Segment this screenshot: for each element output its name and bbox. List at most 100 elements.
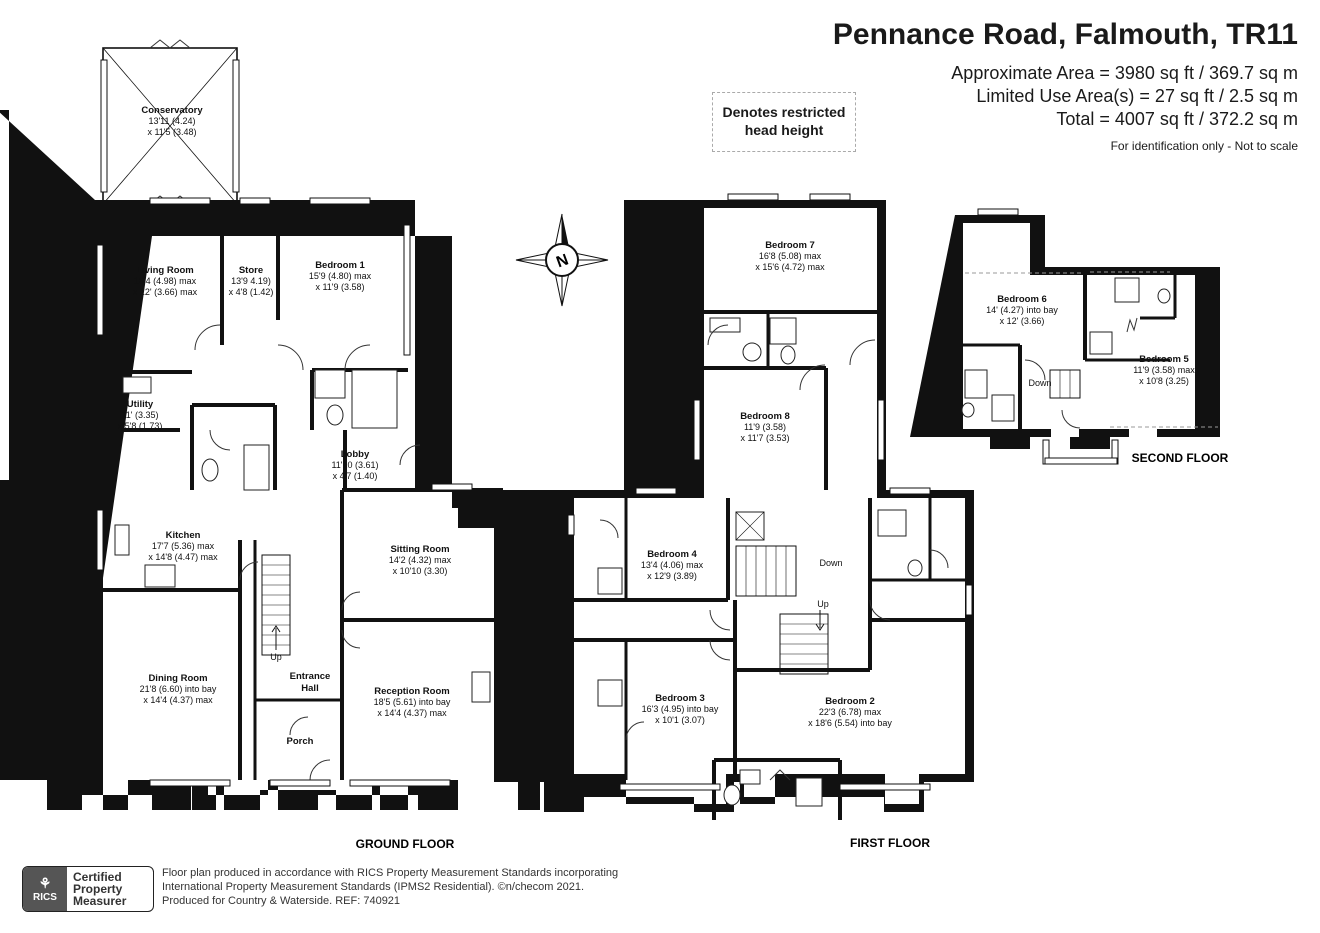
conservatory-dim-2: x 11'5 (3.48) [147,127,196,137]
total-area: Total = 4007 sq ft / 372.2 sq m [1056,109,1298,129]
second-doors [1024,359,1081,429]
second-stairs-down-label: Down [1028,378,1051,388]
bedroom-5-dim-2: x 10'8 (3.25) [1139,376,1189,386]
badge-line-2: Property [73,882,123,896]
second-windows [977,208,1119,465]
rics-logo-text: RICS [33,892,57,903]
bedroom-2-dim-1: 22'3 (6.78) max [819,707,882,717]
approximate-area: Approximate Area = 3980 sq ft / 369.7 sq… [951,63,1298,83]
ground-stairs [261,554,291,656]
bedroom-3-dim-2: x 10'1 (3.07) [655,715,705,725]
ground-fixtures [114,369,491,703]
living-room-label: Living Room [136,265,194,276]
lobby-label: Lobby [341,449,370,460]
utility-dim-1: 11' (3.35) [121,410,158,420]
second-interior-walls [963,267,1177,437]
area-summary: Approximate Area = 3980 sq ft / 369.7 sq… [951,62,1298,158]
disclaimer-line-2: International Property Measurement Stand… [162,881,585,893]
second-floor-label: SECOND FLOOR [1132,451,1229,465]
bedroom-8-dim-1: 11'9 (3.58) [744,422,786,432]
entrance-hall-label-1: Entrance [290,671,331,682]
bedroom-2-dim-2: x 18'6 (5.54) into bay [808,718,892,728]
identification-note: For identification only - Not to scale [1110,139,1298,153]
ground-windows [96,197,473,787]
measurement-disclaimer: Floor plan produced in accordance with R… [162,866,662,908]
porch-label: Porch [287,736,314,747]
bedroom-5-label: Bedroom 5 [1139,354,1189,365]
compass-rose: N [515,213,609,307]
first-outer-walls [494,200,974,812]
reception-room-dim-2: x 14'4 (4.37) max [377,708,447,718]
bedroom-1-dim-1: 15'9 (4.80) max [309,271,372,281]
store-dim-2: x 4'8 (1.42) [229,287,274,297]
ground-doors [194,324,421,781]
first-stairs-down-label: Down [819,558,842,568]
bedroom-3-label: Bedroom 3 [655,693,705,704]
bedroom-1-label: Bedroom 1 [315,260,365,271]
restricted-height-legend: Denotes restricted head height [712,92,856,152]
first-floor-label: FIRST FLOOR [850,836,930,850]
second-outer-walls [910,215,1220,449]
bedroom-4-dim-2: x 12'9 (3.89) [647,571,697,581]
bedroom-5-dim-1: 11'9 (3.58) max [1133,365,1195,375]
bedroom-3-dim-1: 16'3 (4.95) into bay [642,704,719,714]
ground-floor-label: GROUND FLOOR [356,837,455,851]
bedroom-4-dim-1: 13'4 (4.06) max [641,560,704,570]
disclaimer-line-3: Produced for Country & Waterside. REF: 7… [162,895,401,907]
kitchen-dim-2: x 14'8 (4.47) max [148,552,218,562]
badge-line-3: Measurer [73,894,127,908]
bedroom-8-label: Bedroom 8 [740,411,790,422]
living-room-dim-1: 16'4 (4.98) max [134,276,197,286]
bedroom-4-label: Bedroom 4 [647,549,697,560]
second-floor-plan [910,208,1220,465]
kitchen-label: Kitchen [166,530,201,541]
entrance-hall-label-2: Hall [301,683,318,694]
limited-use-area: Limited Use Area(s) = 27 sq ft / 2.5 sq … [976,86,1298,106]
svg-text:Bedroom 811'9 (3.58)x 11'7 (3.: Bedroom 811'9 (3.58)x 11'7 (3.53) [740,411,790,443]
lobby-dim-2: x 4'7 (1.40) [333,471,378,481]
store-label: Store [239,265,263,276]
rics-logo: ⚘ RICS [23,867,67,911]
bedroom-8-dim-2: x 11'7 (3.53) [740,433,789,443]
bedroom-1-dim-2: x 11'9 (3.58) [315,282,364,292]
first-doors [599,324,949,781]
bedroom-6-label: Bedroom 6 [997,294,1047,305]
sitting-room-dim-2: x 10'10 (3.30) [393,566,448,576]
first-floor-plan [494,193,974,820]
sitting-room-dim-1: 14'2 (4.32) max [389,555,452,565]
first-stairs [735,511,829,675]
legend-line-1: Denotes restricted [722,104,846,120]
bedroom-6-dim-2: x 12' (3.66) [1000,316,1045,326]
utility-label: Utility [127,399,154,410]
reception-room-label: Reception Room [374,686,449,697]
dining-room-label: Dining Room [148,673,207,684]
dining-room-dim-1: 21'8 (6.60) into bay [140,684,217,694]
compass-north-label: N [554,251,571,271]
second-restricted-areas [965,271,1218,428]
ground-floor-plan [0,39,540,810]
utility-dim-2: x 5'8 (1.73) [118,421,163,431]
living-room-dim-2: x 12' (3.66) max [133,287,198,297]
bedroom-7-dim-2: x 15'6 (4.72) max [755,262,825,272]
rics-certified-badge: ⚘ RICS Certified Property Measurer [22,866,154,912]
property-title: Pennance Road, Falmouth, TR11 [832,18,1298,51]
reception-room-dim-1: 18'5 (5.61) into bay [374,697,451,707]
ground-stairs-up-label: Up [270,652,282,662]
